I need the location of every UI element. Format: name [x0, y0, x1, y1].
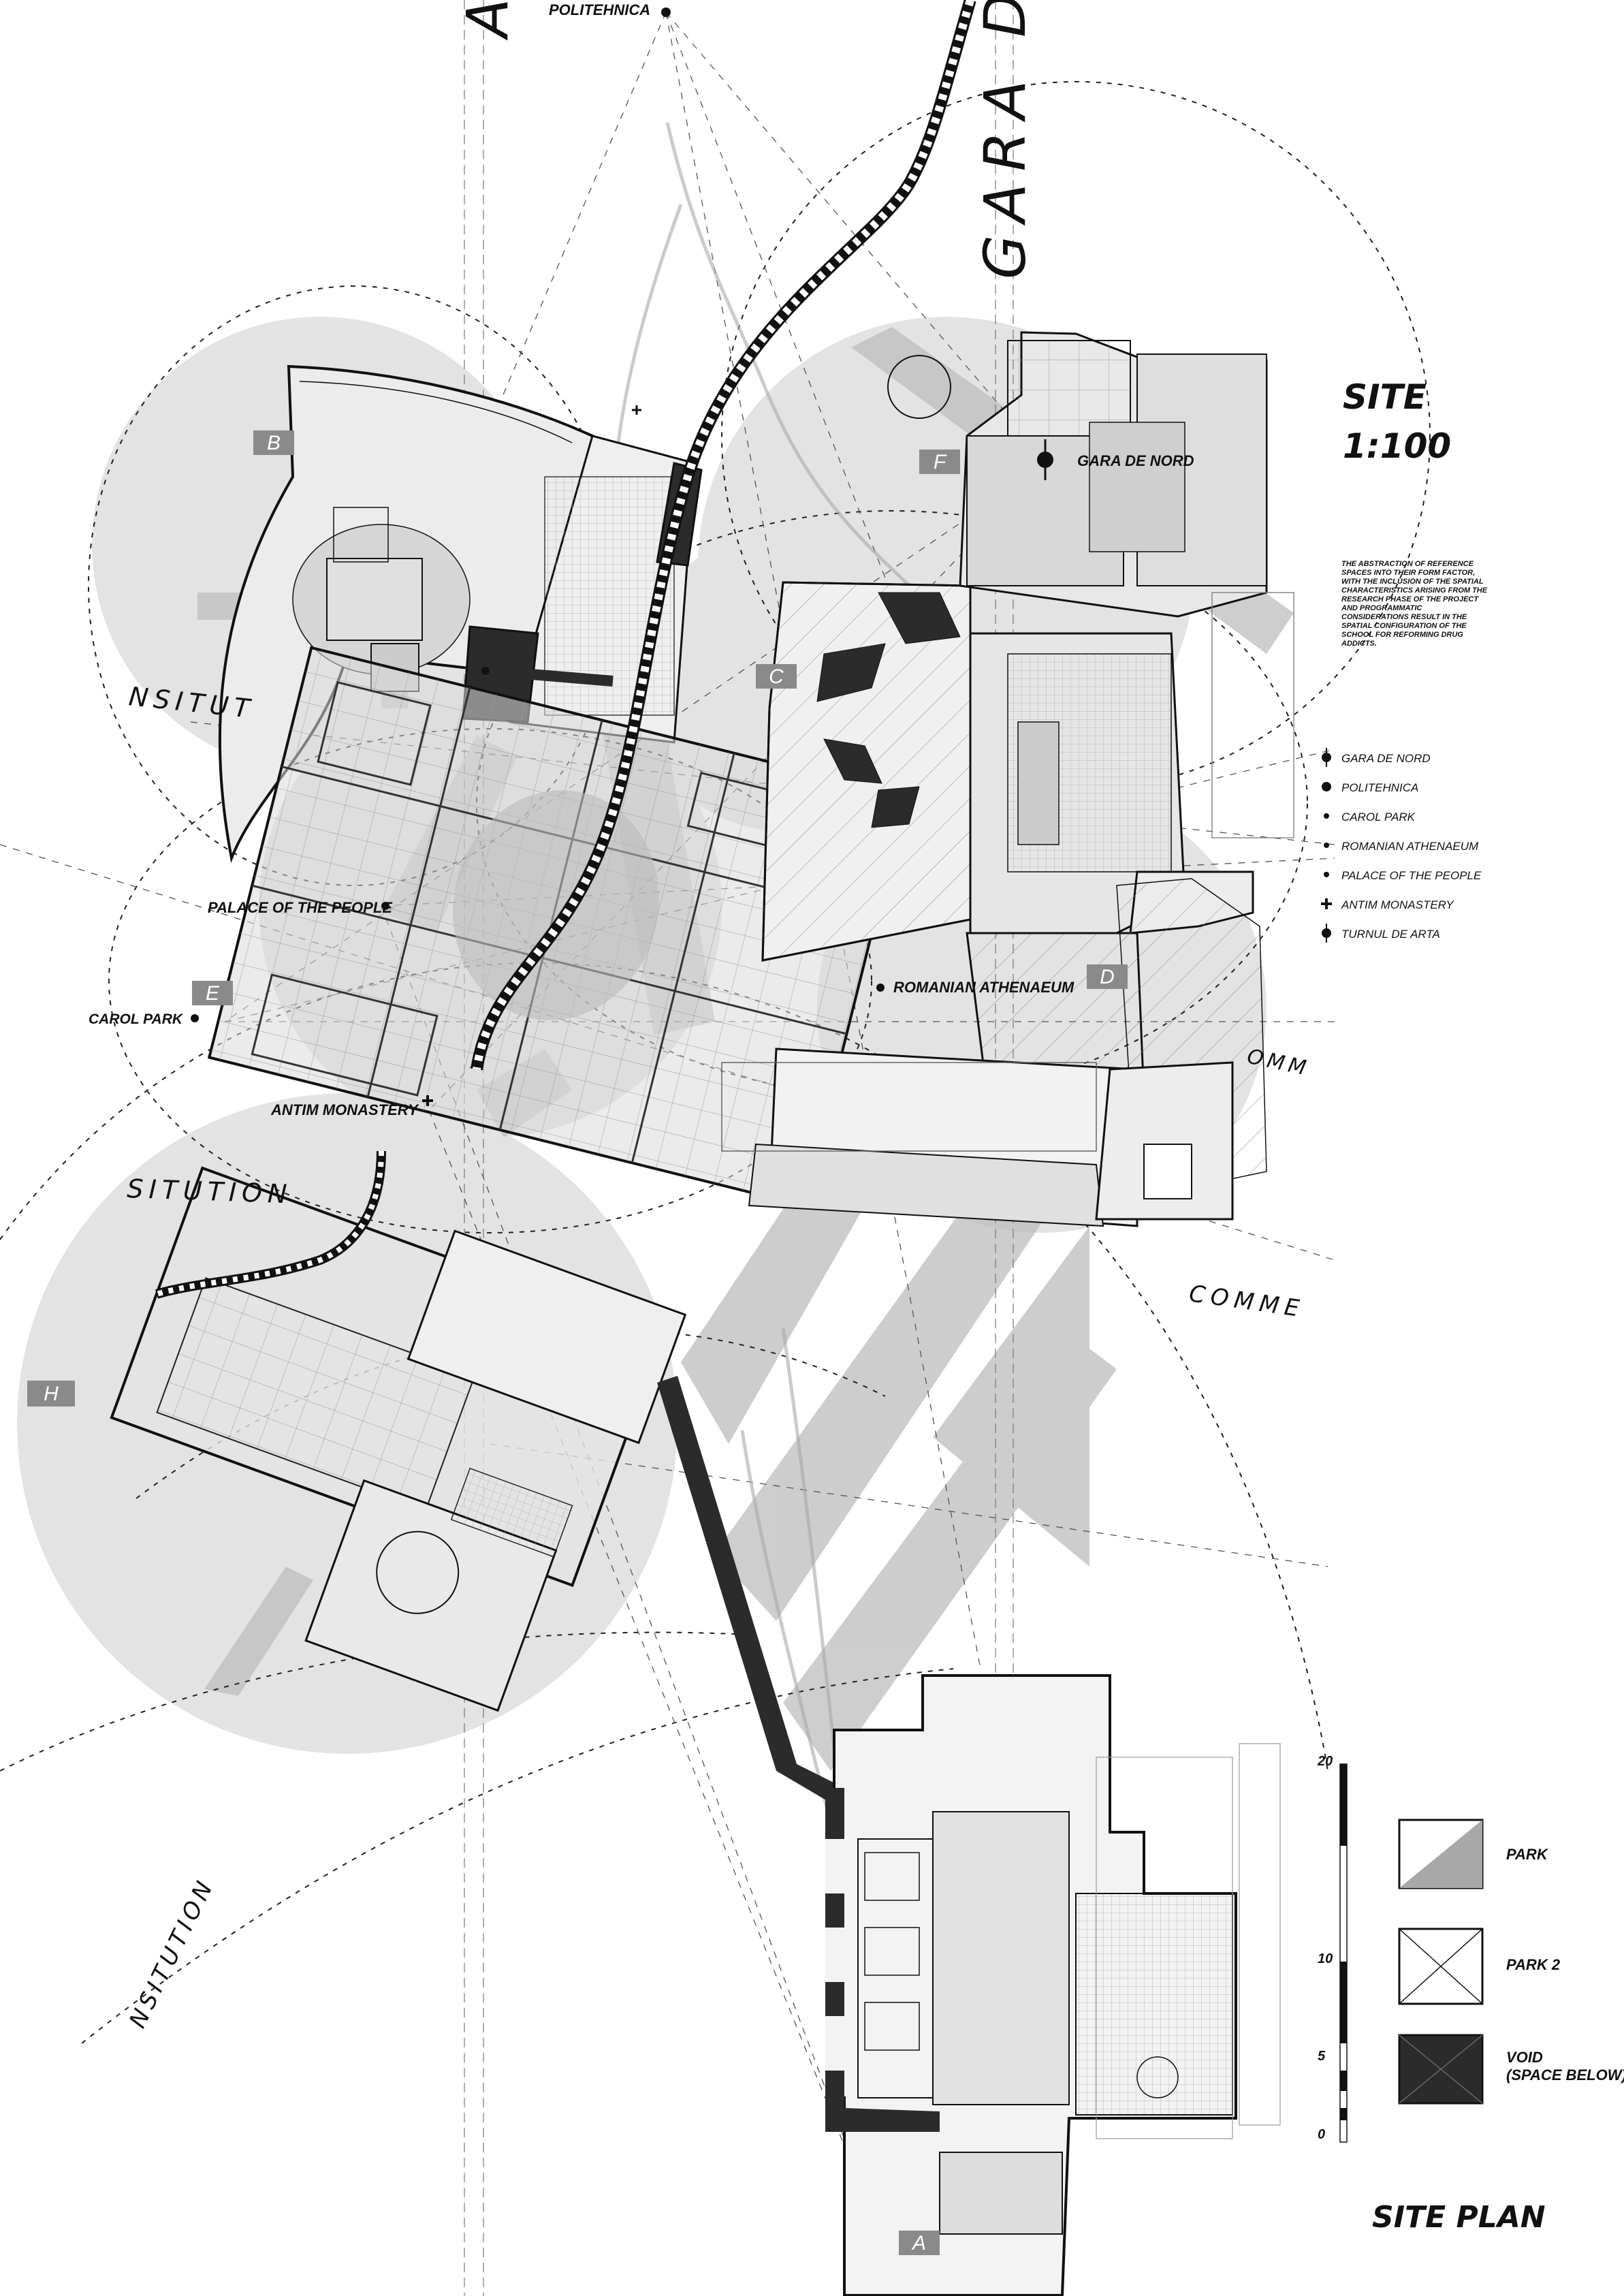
gara-de-nord-label: GARA DE NORD	[1077, 452, 1194, 469]
legend-item-gara-de-nord: GARA DE NORD	[1322, 748, 1431, 767]
legend-item-turnul-de-arta: TURNUL DE ARTA	[1322, 924, 1440, 943]
legend-item-romanian-athenaeum: ROMANIAN ATHENAEUM	[1324, 840, 1479, 853]
legend-item-label: GARA DE NORD	[1341, 752, 1431, 765]
a-letter-label: A	[454, 0, 521, 41]
scale-bar: 20 10 5 0	[1317, 1754, 1348, 2143]
svg-text:F: F	[934, 451, 947, 473]
svg-text:B: B	[267, 432, 281, 454]
legend-item-carol-park: CAROL PARK	[1324, 811, 1416, 823]
small-dot-icon	[1324, 872, 1329, 877]
scale-tick-5: 5	[1318, 2049, 1326, 2064]
building-c	[761, 581, 1186, 1098]
zone-tag-f: F	[919, 450, 960, 474]
building-d	[721, 870, 1267, 1227]
scale-tick-10: 10	[1318, 1951, 1333, 1966]
cross-icon	[1321, 898, 1332, 909]
legend-item-label: ROMANIAN ATHENAEUM	[1341, 840, 1479, 853]
zone-tag-b: B	[253, 430, 294, 455]
legend-item-palace-of-the-people: PALACE OF THE PEOPLE	[1324, 869, 1482, 882]
legend-item-politehnica: POLITEHNICA	[1322, 781, 1418, 794]
svg-text:H: H	[44, 1383, 59, 1405]
scale-tick-20: 20	[1317, 1754, 1333, 1769]
palace-label: PALACE OF THE PEOPLE	[208, 899, 393, 916]
map-labels: POLITEHNICA GARA DE NORD PALACE OF THE P…	[89, 1, 1194, 1118]
title-block: SITE 1:100 THE ABSTRACTION OF REFERENCE …	[1341, 377, 1487, 648]
building-b	[218, 364, 594, 864]
athenaeum-label: ROMANIAN ATHENAEUM	[893, 979, 1074, 996]
legend-item-antim-monastery: ANTIM MONASTERY	[1321, 898, 1454, 911]
svg-text:A: A	[911, 2232, 926, 2254]
scale-ratio: 1:100	[1343, 426, 1451, 466]
sheet-title: SITE PLAN	[1372, 2200, 1546, 2235]
legend-item-label: CAROL PARK	[1341, 811, 1416, 823]
reference-legend: GARA DE NORD POLITEHNICA CAROL PARK ROMANIA…	[1321, 748, 1482, 943]
legend-park-2: PARK 2	[1398, 1928, 1561, 2005]
legend-park: PARK	[1398, 1819, 1549, 1889]
map-markers	[191, 7, 1053, 1106]
legend-park-2-label: PARK 2	[1506, 1956, 1561, 1973]
legend-void: VOID (SPACE BELOW)	[1398, 2034, 1624, 2105]
zone-tag-d: D	[1087, 964, 1128, 989]
building-a	[825, 1674, 1281, 2296]
striped-path	[155, 0, 976, 1299]
politehnica-label: POLITEHNICA	[549, 1, 650, 18]
zone-tag-e: E	[192, 981, 233, 1005]
void-strip	[657, 1376, 933, 2125]
legend-item-label: POLITEHNICA	[1341, 781, 1418, 794]
legend-item-label: TURNUL DE ARTA	[1341, 928, 1440, 941]
filled-dot-icon	[1322, 748, 1331, 767]
crosshair-dot-icon	[1322, 924, 1331, 943]
legend-void-label: VOID	[1506, 2049, 1543, 2066]
zone-tag-h: H	[27, 1381, 75, 1406]
zone-tags: B F C E D H A	[27, 430, 1128, 2255]
svg-text:C: C	[769, 665, 784, 688]
legend-item-label: ANTIM MONASTERY	[1341, 898, 1454, 911]
svg-text:D: D	[1100, 966, 1115, 988]
material-legend: PARK PARK 2 VOID (SPACE BELOW)	[1398, 1819, 1624, 2105]
institution-label-2: SITUTION	[127, 1174, 293, 1209]
zone-tag-a: A	[899, 2231, 940, 2255]
scale-title: SITE	[1343, 377, 1427, 417]
description-text: THE ABSTRACTION OF REFERENCE SPACES INTO…	[1341, 560, 1487, 648]
scale-tick-0: 0	[1318, 2127, 1325, 2142]
small-dot-icon	[1324, 813, 1329, 819]
filled-dot-icon	[1322, 782, 1331, 791]
zone-tag-c: C	[756, 664, 797, 689]
commerce-label-1: COMME	[1188, 1280, 1307, 1323]
legend-park-label: PARK	[1506, 1846, 1549, 1863]
gara-de-label: GARA DE	[972, 0, 1038, 279]
antim-label: ANTIM MONASTERY	[270, 1101, 419, 1118]
small-dot-icon	[1324, 843, 1329, 848]
building-f	[887, 331, 1294, 838]
institution-label-3: NSITUTION	[124, 1874, 220, 2032]
carol-park-label: CAROL PARK	[89, 1011, 184, 1027]
legend-item-label: PALACE OF THE PEOPLE	[1341, 869, 1482, 882]
legend-void-sublabel: (SPACE BELOW)	[1506, 2066, 1624, 2083]
svg-text:E: E	[206, 982, 220, 1005]
